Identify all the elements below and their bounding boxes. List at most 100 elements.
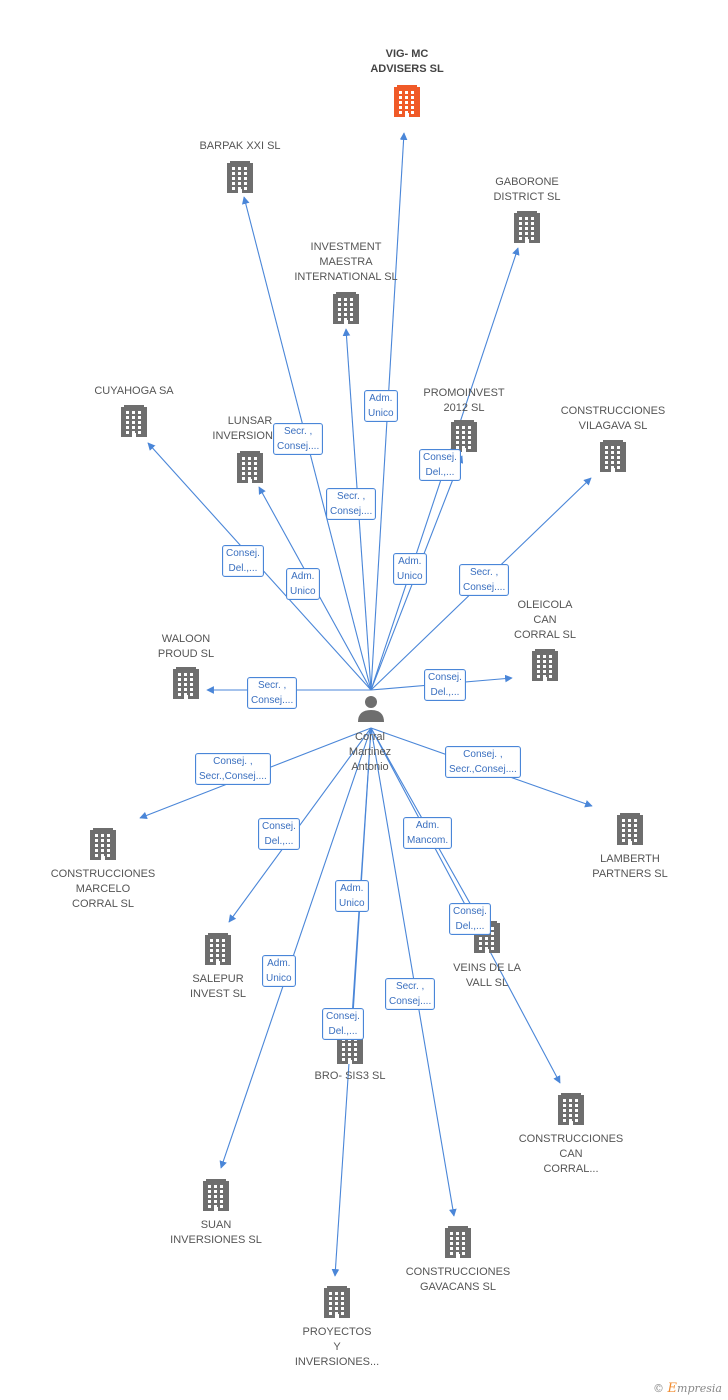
role-badge-vilagava[interactable]: Secr. ,Consej.... (459, 564, 510, 596)
role-badge-line: Adm. (415, 820, 440, 831)
role-badge-line: Adm. (267, 958, 291, 969)
role-badge-gaborone[interactable]: Consej.Del.,... (419, 449, 461, 481)
building-icon-proyectos[interactable] (324, 1286, 350, 1318)
building-icon-vig[interactable] (394, 85, 420, 117)
role-badge-marcelo[interactable]: Consej. ,Secr.,Consej.... (195, 753, 271, 785)
company-label-line: PROMOINVEST (423, 387, 505, 399)
company-label-line: SUAN (200, 1219, 232, 1231)
person-name-line: Martinez (348, 746, 392, 758)
brand-name: mpresia (677, 1382, 722, 1395)
company-label-line: CONSTRUCCIONES (518, 1133, 624, 1145)
building-icon-cancorral[interactable] (558, 1093, 584, 1125)
role-badge-line: Unico (368, 408, 394, 419)
brand-initial: E (667, 1381, 678, 1396)
building-icon-salepur[interactable] (205, 933, 231, 965)
company-label-line: PROYECTOS (302, 1326, 372, 1338)
role-badge-line: Adm. (398, 556, 422, 567)
company-label-line: MARCELO (75, 883, 131, 895)
company-label-line: CAN (533, 614, 557, 626)
company-label-line: CUYAHOGA SA (94, 385, 174, 397)
company-label-line: ADVISERS SL (370, 63, 444, 75)
building-icon-lunsar[interactable] (237, 451, 263, 483)
building-icon-promoinvest[interactable] (451, 420, 477, 452)
company-label-cuyahoga[interactable]: CUYAHOGA SA (94, 384, 173, 399)
person-name[interactable]: Corral Martinez Antonio (349, 730, 391, 775)
role-badge-barpak[interactable]: Secr. ,Consej.... (273, 423, 324, 455)
building-icon-gaborone[interactable] (514, 211, 540, 243)
role-badge-lunsar[interactable]: Adm.Unico (286, 568, 320, 600)
role-badge-line: Consej.... (251, 695, 294, 706)
role-badge-line: Consej. , (463, 749, 503, 760)
role-badge-lamberth[interactable]: Consej. ,Secr.,Consej.... (445, 746, 521, 778)
role-badge-gavacans[interactable]: Secr. ,Consej.... (385, 978, 436, 1010)
building-icon-marcelo[interactable] (90, 828, 116, 860)
role-badge-salepur[interactable]: Consej.Del.,... (258, 818, 300, 850)
building-icon-waloon[interactable] (173, 667, 199, 699)
building-icon-suan[interactable] (203, 1179, 229, 1211)
company-label-line: GAVACANS SL (419, 1281, 497, 1293)
relationship-edge-gavacans (370, 727, 457, 1217)
building-icon-investment[interactable] (333, 292, 359, 324)
company-label-barpak[interactable]: BARPAK XXI SL (199, 139, 280, 154)
role-badge-line: Secr. , (395, 981, 425, 992)
role-badge-line: Consej. (453, 906, 487, 917)
role-badge-investment[interactable]: Secr. ,Consej.... (326, 488, 377, 520)
role-badge-line: Del.,... (328, 1026, 358, 1037)
role-badge-cancorral[interactable]: Adm. Mancom. (403, 817, 453, 849)
role-badge-proyectos[interactable]: Consej. Del.,... (322, 1008, 364, 1040)
role-badge-cuyahoga[interactable]: Consej.Del.,... (222, 545, 264, 577)
role-badge-line: Consej. (428, 672, 462, 683)
role-badge-oleicola[interactable]: Consej.Del.,... (424, 669, 466, 701)
building-icon-cuyahoga[interactable] (121, 405, 147, 437)
company-label-line: VILAGAVA SL (578, 420, 648, 432)
role-badge-line: Del.,... (455, 921, 485, 932)
role-badge-line: Consej. (262, 821, 296, 832)
role-badge-line: Adm. (340, 883, 364, 894)
person-icon[interactable] (358, 696, 384, 722)
role-badge-line: Consej.... (277, 441, 320, 452)
building-icon-gavacans[interactable] (445, 1226, 471, 1258)
copyright-symbol: © (653, 1382, 665, 1395)
role-badge-waloon[interactable]: Secr. , Consej.... (247, 677, 298, 709)
relationship-edge-salepur (228, 727, 372, 923)
role-badge-line: Consej. , (213, 756, 253, 767)
company-label-line: INVERSIONES... (294, 1356, 380, 1368)
company-label-line: CONSTRUCCIONES (50, 868, 156, 880)
company-label-line: INVEST SL (189, 988, 247, 1000)
role-badge-promoinvest[interactable]: Adm.Unico (393, 553, 427, 585)
building-icon-lamberth[interactable] (617, 813, 643, 845)
role-badge-line: Secr. , (257, 680, 287, 691)
role-badge-line: Mancom. (407, 835, 449, 846)
role-badge-line: Del.,... (425, 467, 455, 478)
company-label-line: 2012 SL (443, 402, 485, 414)
company-label-line: INVESTMENT (310, 241, 382, 253)
company-label-line: SALEPUR (192, 973, 244, 985)
company-label-salepur[interactable]: SALEPUR INVEST SL (190, 972, 246, 1002)
company-label-bro[interactable]: BRO- SIS3 SL (315, 1069, 386, 1084)
building-icon-barpak[interactable] (227, 161, 253, 193)
role-badge-bro[interactable]: Adm.Unico (335, 880, 369, 912)
role-badge-line: Consej. (326, 1011, 360, 1022)
role-badge-suan[interactable]: Adm.Unico (262, 955, 296, 987)
company-label-promoinvest[interactable]: PROMOINVEST 2012 SL (423, 386, 504, 416)
role-badge-vig[interactable]: Adm.Unico (364, 390, 398, 422)
building-icon-vilagava[interactable] (600, 440, 626, 472)
person-name-line: Antonio (351, 761, 389, 773)
building-icon-oleicola[interactable] (532, 649, 558, 681)
role-badge-veins[interactable]: Consej. Del.,... (449, 903, 491, 935)
